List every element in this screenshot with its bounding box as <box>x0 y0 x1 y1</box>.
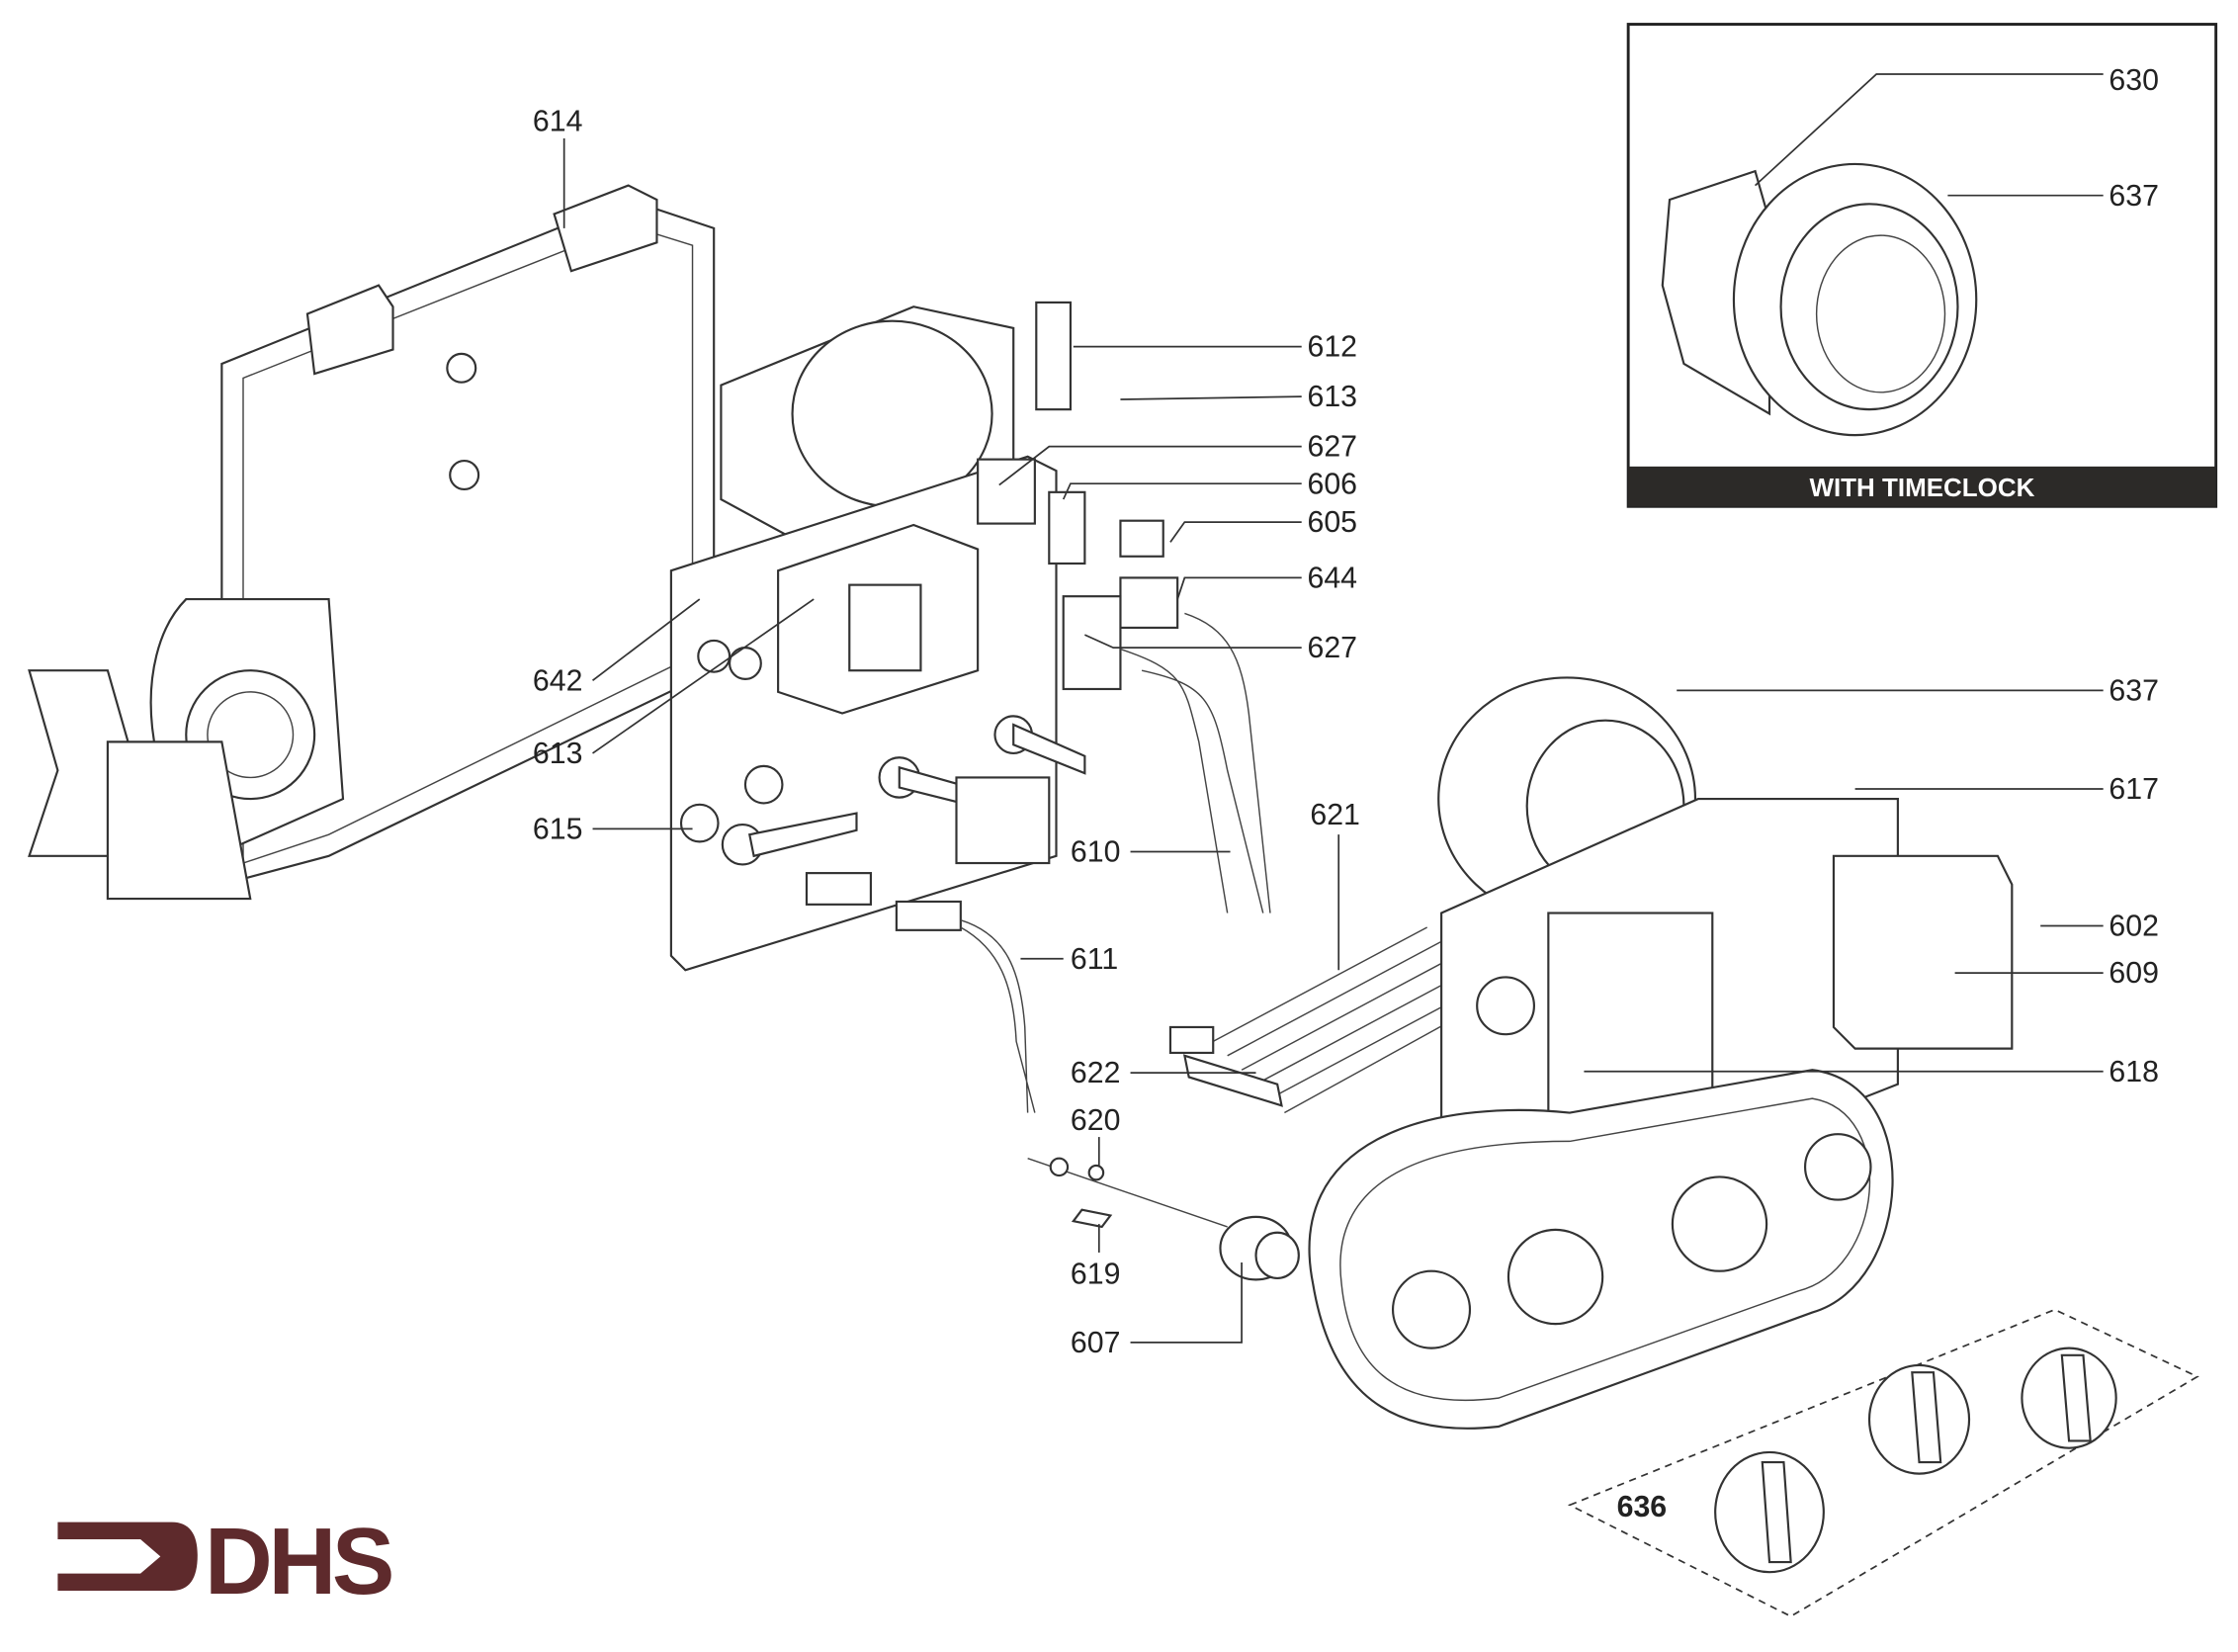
svg-text:DHS: DHS <box>205 1510 391 1614</box>
leader-607 <box>1130 1262 1243 1344</box>
label-621: 621 <box>1310 799 1360 831</box>
label-613: 613 <box>533 738 583 770</box>
leader-606 <box>1062 482 1302 500</box>
label-607: 607 <box>1071 1327 1121 1359</box>
leader-627-a <box>998 445 1302 486</box>
pcb-board <box>669 455 1086 972</box>
label-613: 613 <box>1307 381 1357 413</box>
label-637: 637 <box>2109 675 2159 708</box>
knob-set <box>1567 1308 2199 1617</box>
label-637-inset: 637 <box>2109 180 2159 213</box>
leader-627-b <box>1084 634 1302 649</box>
element-pins <box>1168 926 1492 1114</box>
leader-642 <box>592 598 701 682</box>
leader-630 <box>1754 73 2104 187</box>
sensor-assembly <box>1027 1157 1300 1281</box>
dhs-logo: DHS <box>57 1510 395 1614</box>
label-615: 615 <box>533 813 583 845</box>
label-612: 612 <box>1307 331 1357 364</box>
label-614: 614 <box>533 106 583 138</box>
label-644: 644 <box>1307 563 1357 595</box>
label-610: 610 <box>1071 836 1121 869</box>
label-627: 627 <box>1307 431 1357 464</box>
label-636: 636 <box>1617 1491 1668 1523</box>
label-627: 627 <box>1307 632 1357 664</box>
label-618: 618 <box>2109 1056 2159 1088</box>
inset-caption-bar <box>1628 466 2216 507</box>
timeclock-inset: 630 637 WITH TIMECLOCK <box>1626 23 2218 508</box>
label-630: 630 <box>2109 64 2159 97</box>
label-609: 609 <box>2109 957 2159 990</box>
connectors-wires <box>895 301 1271 1113</box>
label-622: 622 <box>1071 1057 1121 1089</box>
label-605: 605 <box>1307 506 1357 539</box>
rear-housing <box>28 184 716 901</box>
leader-605 <box>1169 521 1302 543</box>
leader-613-a <box>1120 395 1302 400</box>
inset-caption: WITH TIMECLOCK <box>1809 473 2034 502</box>
part-labels: 614 612 613 627 606 605 644 627 642 613 … <box>533 106 2159 1523</box>
label-606: 606 <box>1307 468 1357 500</box>
label-620: 620 <box>1071 1104 1121 1137</box>
label-602: 602 <box>2109 911 2159 943</box>
leader-lines <box>562 137 2104 1344</box>
label-619: 619 <box>1071 1259 1121 1291</box>
label-642: 642 <box>533 664 583 697</box>
label-611: 611 <box>1071 943 1118 976</box>
leader-644 <box>1176 576 1302 600</box>
leader-613-b <box>592 598 815 754</box>
front-fascia <box>1308 676 2014 1430</box>
label-617: 617 <box>2109 773 2159 806</box>
rear-motor <box>720 305 1015 544</box>
